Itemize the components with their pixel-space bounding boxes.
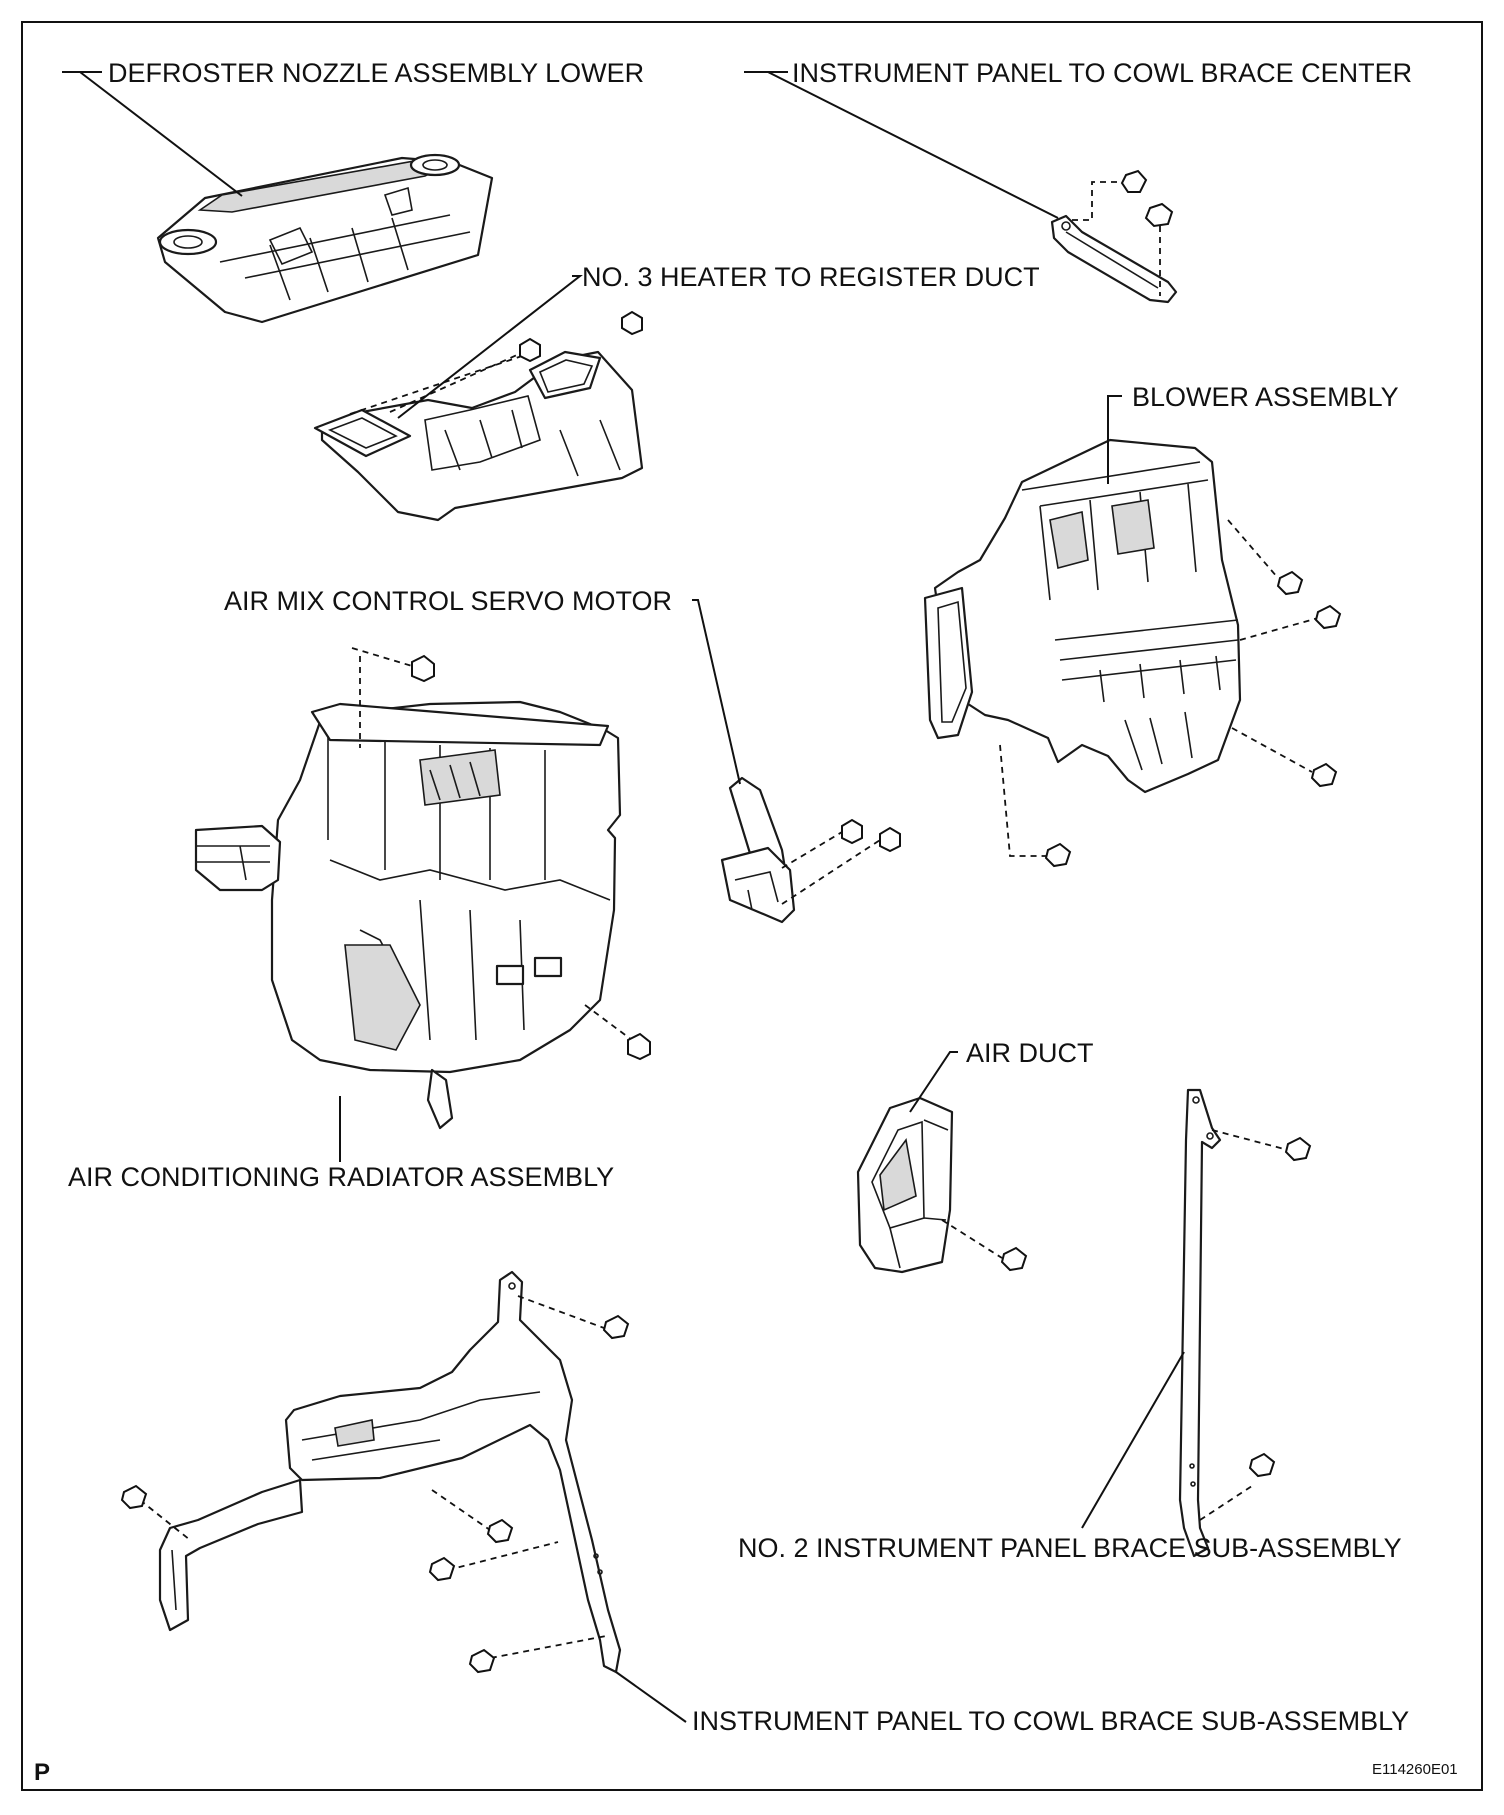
label-ac-radiator: AIR CONDITIONING RADIATOR ASSEMBLY — [68, 1162, 614, 1192]
label-air-mix-servo: AIR MIX CONTROL SERVO MOTOR — [224, 586, 672, 616]
label-no3-heater-duct: NO. 3 HEATER TO REGISTER DUCT — [582, 262, 1040, 292]
label-air-duct: AIR DUCT — [966, 1038, 1094, 1068]
label-no2-ip-brace: NO. 2 INSTRUMENT PANEL BRACE SUB-ASSEMBL… — [738, 1533, 1402, 1563]
no2-ip-brace-part — [1178, 1088, 1312, 1558]
defroster-nozzle-part — [156, 153, 494, 324]
figure-code: E114260E01 — [1372, 1761, 1458, 1778]
ac-radiator-part — [194, 647, 651, 1130]
label-blower-assembly: BLOWER ASSEMBLY — [1132, 382, 1399, 412]
label-ip-cowl-brace-sub: INSTRUMENT PANEL TO COWL BRACE SUB-ASSEM… — [692, 1706, 1409, 1736]
ip-cowl-brace-center-part — [1050, 169, 1178, 304]
blower-assembly-part — [923, 438, 1342, 868]
label-defroster-nozzle: DEFROSTER NOZZLE ASSEMBLY LOWER — [108, 58, 644, 88]
diagram-frame — [21, 21, 1483, 1791]
leader-lines — [62, 71, 1185, 1723]
label-ip-cowl-brace-center: INSTRUMENT PANEL TO COWL BRACE CENTER — [792, 58, 1412, 88]
air-duct-part — [856, 1096, 1028, 1274]
corner-mark: P — [34, 1759, 50, 1786]
no3-heater-duct-part — [313, 310, 644, 522]
ip-cowl-brace-sub-part — [120, 1270, 630, 1674]
air-mix-servo-part — [720, 776, 901, 924]
